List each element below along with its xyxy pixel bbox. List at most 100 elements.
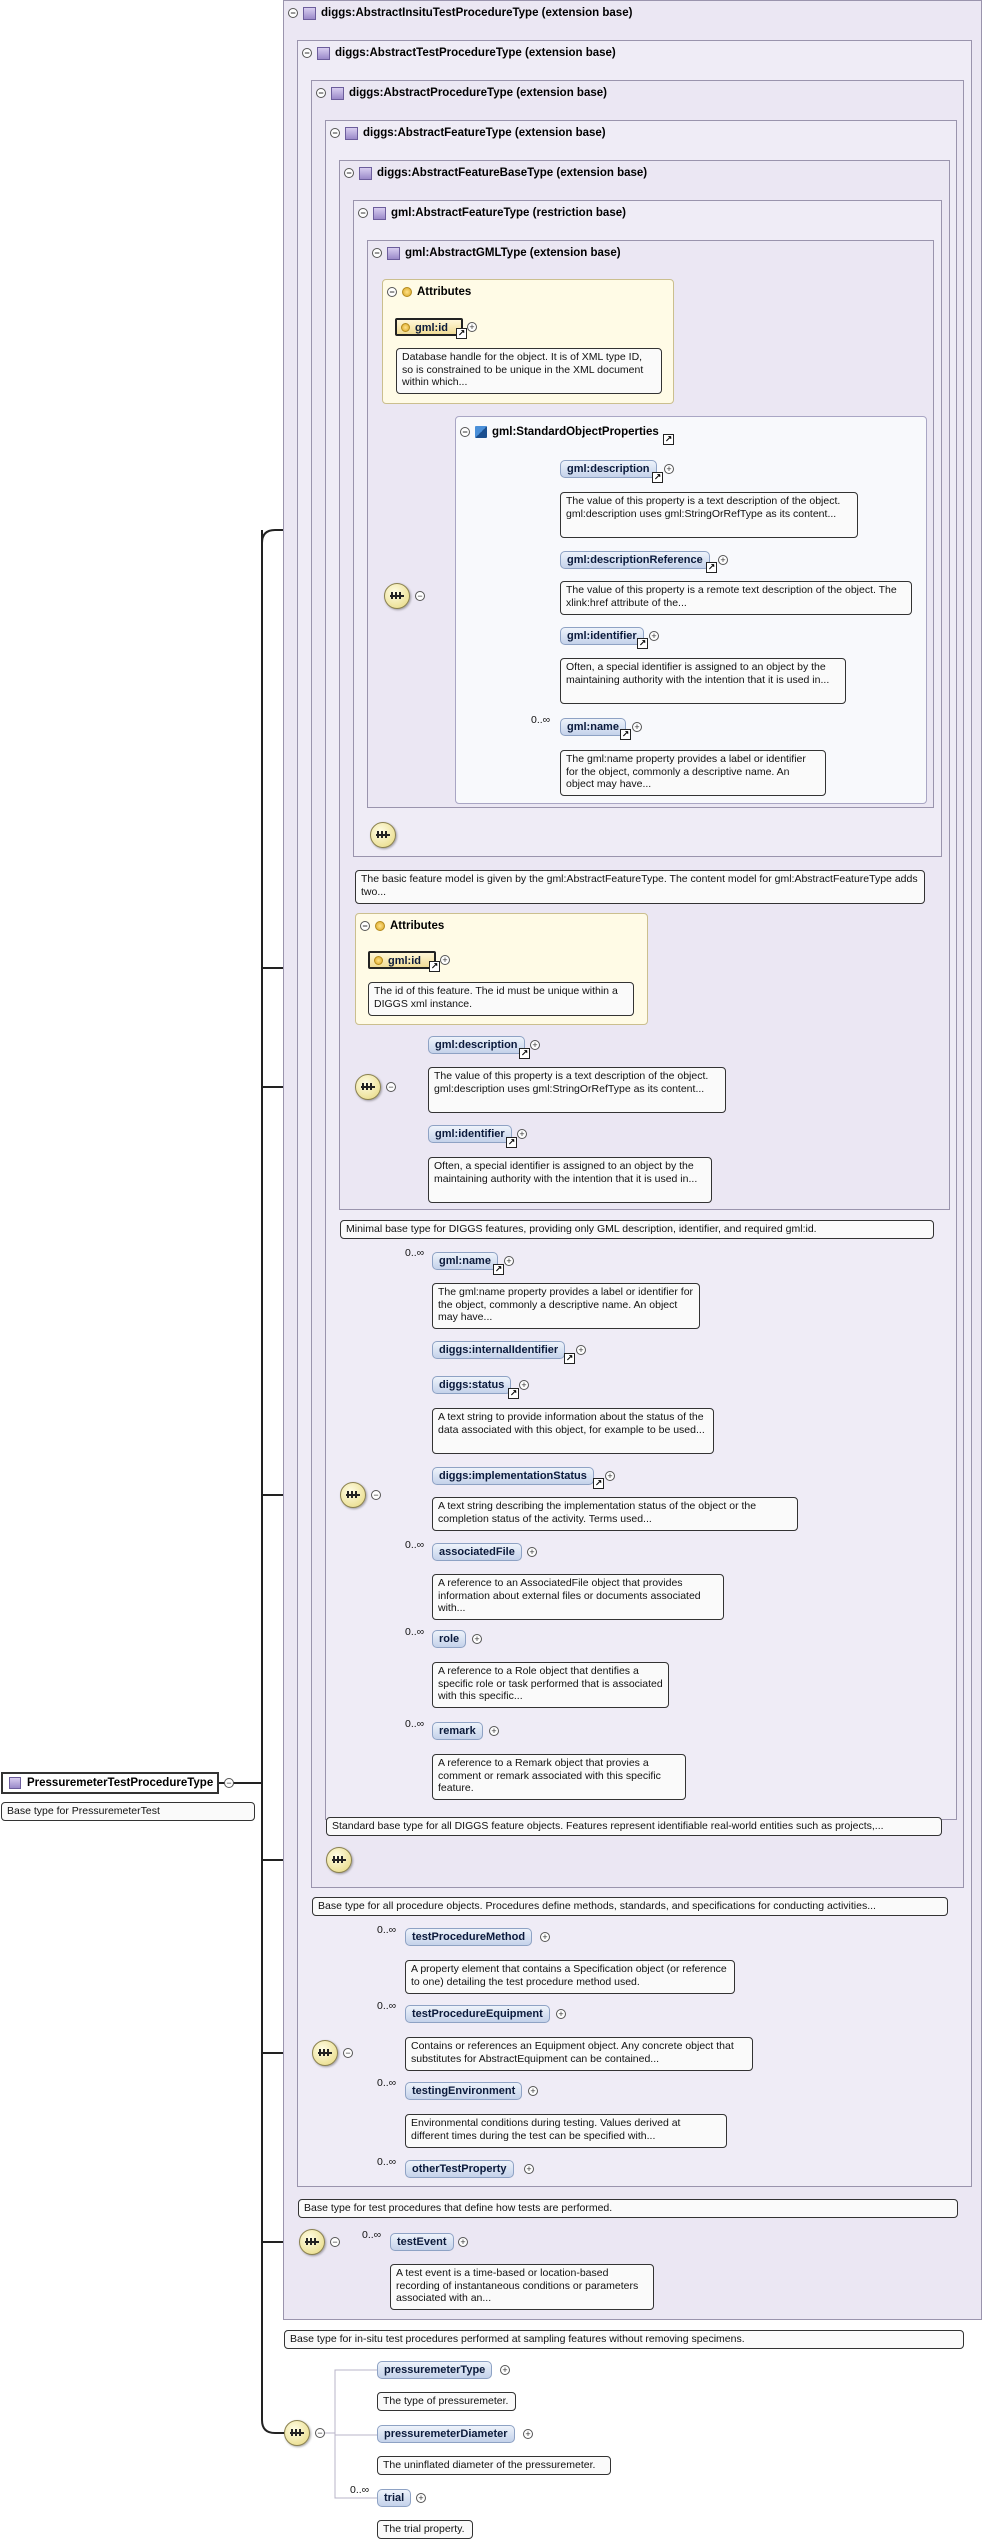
sequence-icon[interactable] (340, 1482, 366, 1508)
collapse-icon[interactable]: − (302, 48, 312, 58)
element-pressuremeterdiameter[interactable]: pressuremeterDiameter (377, 2425, 515, 2443)
element-testprocedureequipment[interactable]: testProcedureEquipment (405, 2005, 550, 2023)
level-test-header[interactable]: − diggs:AbstractTestProcedureType (exten… (302, 45, 616, 61)
collapse-icon[interactable]: − (315, 2428, 325, 2438)
collapse-icon[interactable]: − (343, 2048, 353, 2058)
sequence-icon[interactable] (299, 2229, 325, 2255)
collapse-icon[interactable]: − (415, 591, 425, 601)
complex-type-icon (317, 46, 330, 60)
sequence-icon[interactable] (384, 583, 410, 609)
element-associatedfile[interactable]: associatedFile (432, 1543, 522, 1561)
expand-icon[interactable]: + (605, 1471, 615, 1481)
collapse-icon[interactable]: − (330, 2237, 340, 2247)
link-arrow-icon[interactable]: ↗ (519, 1048, 530, 1059)
expand-icon[interactable]: + (523, 2429, 533, 2439)
sequence-icon[interactable] (370, 822, 396, 848)
expand-icon[interactable]: + (517, 1129, 527, 1139)
link-arrow-icon[interactable]: ↗ (620, 729, 631, 740)
collapse-icon[interactable]: − (386, 1082, 396, 1092)
expand-icon[interactable]: + (489, 1726, 499, 1736)
expand-icon[interactable]: + (467, 322, 477, 332)
element-role[interactable]: role (432, 1630, 467, 1648)
link-arrow-icon[interactable]: ↗ (652, 472, 663, 483)
collapse-icon[interactable]: − (387, 287, 397, 297)
element-gml-name[interactable]: gml:name (560, 718, 626, 736)
expand-icon[interactable]: + (504, 1256, 514, 1266)
collapse-icon[interactable]: − (330, 128, 340, 138)
expand-icon[interactable]: + (416, 2493, 426, 2503)
expand-icon[interactable]: + (528, 2086, 538, 2096)
expand-icon[interactable]: + (530, 1040, 540, 1050)
expand-icon[interactable]: + (519, 1380, 529, 1390)
sequence-icon[interactable] (284, 2420, 310, 2446)
expand-icon[interactable]: + (576, 1345, 586, 1355)
level-gmltype-header[interactable]: − gml:AbstractGMLType (extension base) (372, 245, 621, 261)
link-arrow-icon[interactable]: ↗ (429, 961, 440, 972)
level-gmlfeature-header[interactable]: − gml:AbstractFeatureType (restriction b… (358, 205, 626, 221)
element-diggs-implementationstatus[interactable]: diggs:implementationStatus (432, 1467, 594, 1485)
collapse-icon[interactable]: − (360, 921, 370, 931)
attributes-header[interactable]: − Attributes (387, 284, 471, 300)
link-arrow-icon[interactable]: ↗ (506, 1137, 517, 1148)
link-arrow-icon[interactable]: ↗ (508, 1388, 519, 1399)
element-remark[interactable]: remark (432, 1722, 483, 1740)
collapse-icon[interactable]: − (358, 208, 368, 218)
element-gml-description[interactable]: gml:description (560, 460, 657, 478)
element-testevent[interactable]: testEvent (390, 2233, 454, 2251)
root-type-box[interactable]: PressuremeterTestProcedureType (1, 1772, 219, 1794)
element-othertestproperty[interactable]: otherTestProperty (405, 2160, 514, 2178)
expand-icon[interactable]: + (472, 1634, 482, 1644)
expand-icon[interactable]: + (649, 631, 659, 641)
collapse-icon[interactable]: − (371, 1490, 381, 1500)
element-diggs-internalidentifier[interactable]: diggs:internalIdentifier (432, 1341, 566, 1359)
collapse-icon[interactable]: − (460, 427, 470, 437)
link-arrow-icon[interactable]: ↗ (493, 1264, 504, 1275)
link-arrow-icon[interactable]: ↗ (663, 434, 674, 445)
collapse-icon[interactable]: − (224, 1778, 234, 1788)
pressuremetertype-doc: The type of pressuremeter. (377, 2392, 516, 2411)
level-insitu-header[interactable]: − diggs:AbstractInsituTestProcedureType … (288, 5, 632, 21)
expand-icon[interactable]: + (664, 464, 674, 474)
link-arrow-icon[interactable]: ↗ (593, 1478, 604, 1489)
link-arrow-icon[interactable]: ↗ (637, 638, 648, 649)
expand-icon[interactable]: + (540, 1932, 550, 1942)
expand-icon[interactable]: + (718, 555, 728, 565)
gml-identifier-doc: Often, a special identifier is assigned … (560, 658, 846, 704)
featurebase-gml-id-attribute[interactable]: gml:id (368, 951, 436, 969)
sequence-icon[interactable] (355, 1074, 381, 1100)
gml-id-attribute[interactable]: gml:id (395, 318, 463, 336)
level-featurebase-header[interactable]: − diggs:AbstractFeatureBaseType (extensi… (344, 165, 647, 181)
feature-gml-name-doc: The gml:name property provides a label o… (432, 1283, 700, 1329)
element-feature-gml-name[interactable]: gml:name (432, 1252, 498, 1270)
element-testproceduremethod[interactable]: testProcedureMethod (405, 1928, 533, 1946)
element-gml-identifier[interactable]: gml:identifier (560, 627, 644, 645)
level-feature-header[interactable]: − diggs:AbstractFeatureType (extension b… (330, 125, 606, 141)
element-diggs-status[interactable]: diggs:status (432, 1376, 512, 1394)
element-trial[interactable]: trial (377, 2489, 412, 2507)
element-testingenvironment[interactable]: testingEnvironment (405, 2082, 523, 2100)
link-arrow-icon[interactable]: ↗ (706, 562, 717, 573)
expand-icon[interactable]: + (458, 2237, 468, 2247)
collapse-icon[interactable]: − (344, 168, 354, 178)
expand-icon[interactable]: + (632, 722, 642, 732)
attributes-header[interactable]: − Attributes (360, 918, 444, 934)
collapse-icon[interactable]: − (288, 8, 298, 18)
test-doc: Base type for test procedures that defin… (298, 2199, 958, 2218)
element-pressuremetertype[interactable]: pressuremeterType (377, 2361, 493, 2379)
element-featurebase-gml-identifier[interactable]: gml:identifier (428, 1125, 512, 1143)
expand-icon[interactable]: + (524, 2164, 534, 2174)
expand-icon[interactable]: + (556, 2009, 566, 2019)
expand-icon[interactable]: + (440, 955, 450, 965)
expand-icon[interactable]: + (527, 1547, 537, 1557)
element-gml-descriptionreference[interactable]: gml:descriptionReference (560, 551, 710, 569)
link-arrow-icon[interactable]: ↗ (456, 328, 467, 339)
collapse-icon[interactable]: − (316, 88, 326, 98)
expand-icon[interactable]: + (500, 2365, 510, 2375)
level-procedure-header[interactable]: − diggs:AbstractProcedureType (extension… (316, 85, 607, 101)
link-arrow-icon[interactable]: ↗ (564, 1353, 575, 1364)
sequence-icon[interactable] (312, 2040, 338, 2066)
sequence-icon[interactable] (326, 1847, 352, 1873)
collapse-icon[interactable]: − (372, 248, 382, 258)
standard-object-properties-header[interactable]: − gml:StandardObjectProperties (460, 424, 659, 440)
element-featurebase-gml-description[interactable]: gml:description (428, 1036, 525, 1054)
